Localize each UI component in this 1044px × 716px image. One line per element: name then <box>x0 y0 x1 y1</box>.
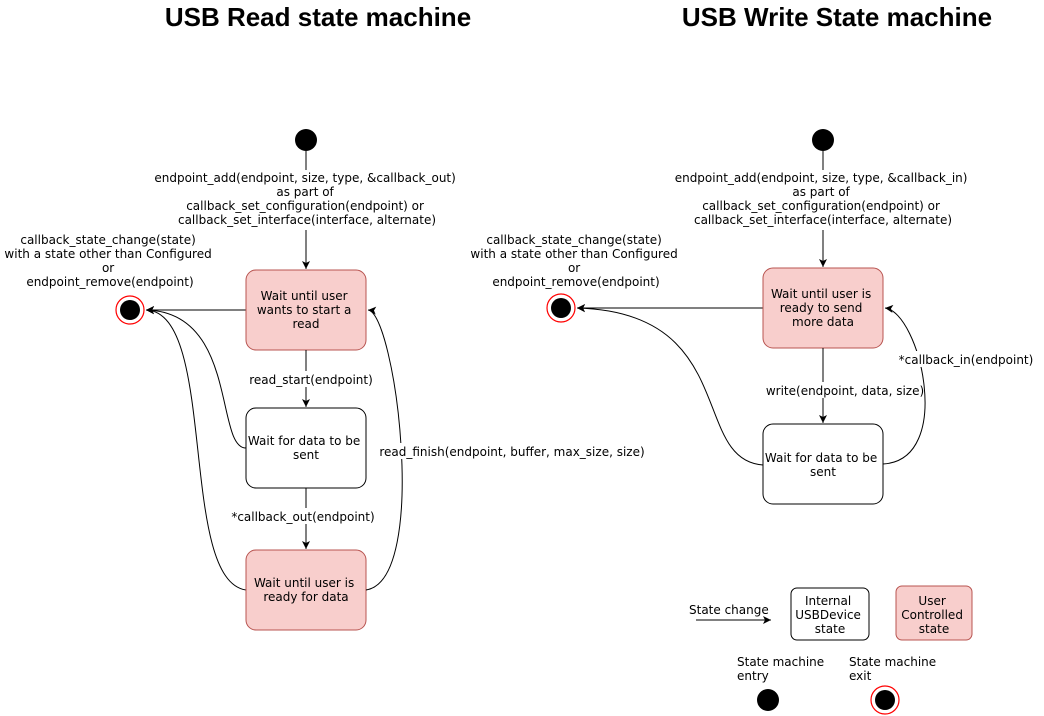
read-exit-edge-3 <box>145 306 247 591</box>
svg-text:Wait for data to be sent: Wait for data to be sent <box>765 451 881 479</box>
legend-entry-node <box>757 689 779 711</box>
write-entry-label: endpoint_add(endpoint, size, type, &call… <box>675 171 972 227</box>
write-entry-node <box>812 129 834 151</box>
read-title: USB Read state machine <box>165 2 471 32</box>
read-machine: endpoint_add(endpoint, size, type, &call… <box>4 129 648 631</box>
legend-state-change-label: State change <box>689 603 769 617</box>
write-machine: endpoint_add(endpoint, size, type, &call… <box>470 129 1039 505</box>
write-exit-edge-2 <box>576 304 764 466</box>
edge-write-label: write(endpoint, data, size) <box>766 384 924 398</box>
edge-read-finish-label: read_finish(endpoint, buffer, max_size, … <box>379 445 644 459</box>
svg-text:User Controlled st: User Controlled state <box>901 594 967 636</box>
edge-callback-in <box>882 304 926 465</box>
svg-text:Wait for data to be sent: Wait for data to be sent <box>248 434 364 462</box>
legend-entry-label: State machine entry <box>737 655 828 683</box>
svg-text:Wait until user is ready: Wait until user is ready for data <box>254 576 358 604</box>
write-exit-label: callback_state_change(state) with a stat… <box>470 233 681 289</box>
edge-read-start-label: read_start(endpoint) <box>249 373 373 387</box>
edge-callback-in-label: *callback_in(endpoint) <box>899 353 1034 367</box>
svg-text:Wait until user wants to: Wait until user wants to start a read <box>257 289 355 331</box>
read-exit-label: callback_state_change(state) with a stat… <box>4 233 215 289</box>
svg-text:Internal USBDevice: Internal USBDevice state <box>795 594 865 636</box>
legend-user-state <box>895 585 973 641</box>
read-entry-label: endpoint_add(endpoint, size, type, &call… <box>154 171 459 227</box>
legend-internal-state <box>790 587 870 641</box>
read-exit-edge-2 <box>145 306 247 449</box>
svg-text:Wait until user is ready: Wait until user is ready to send more da… <box>771 287 875 329</box>
legend-exit-label: State machine exit <box>849 655 940 683</box>
read-entry-node <box>295 129 317 151</box>
write-title: USB Write State machine <box>682 2 992 32</box>
edge-callback-out-label: *callback_out(endpoint) <box>231 510 374 524</box>
legend: State change Internal USBDevice state Us… <box>689 585 973 715</box>
